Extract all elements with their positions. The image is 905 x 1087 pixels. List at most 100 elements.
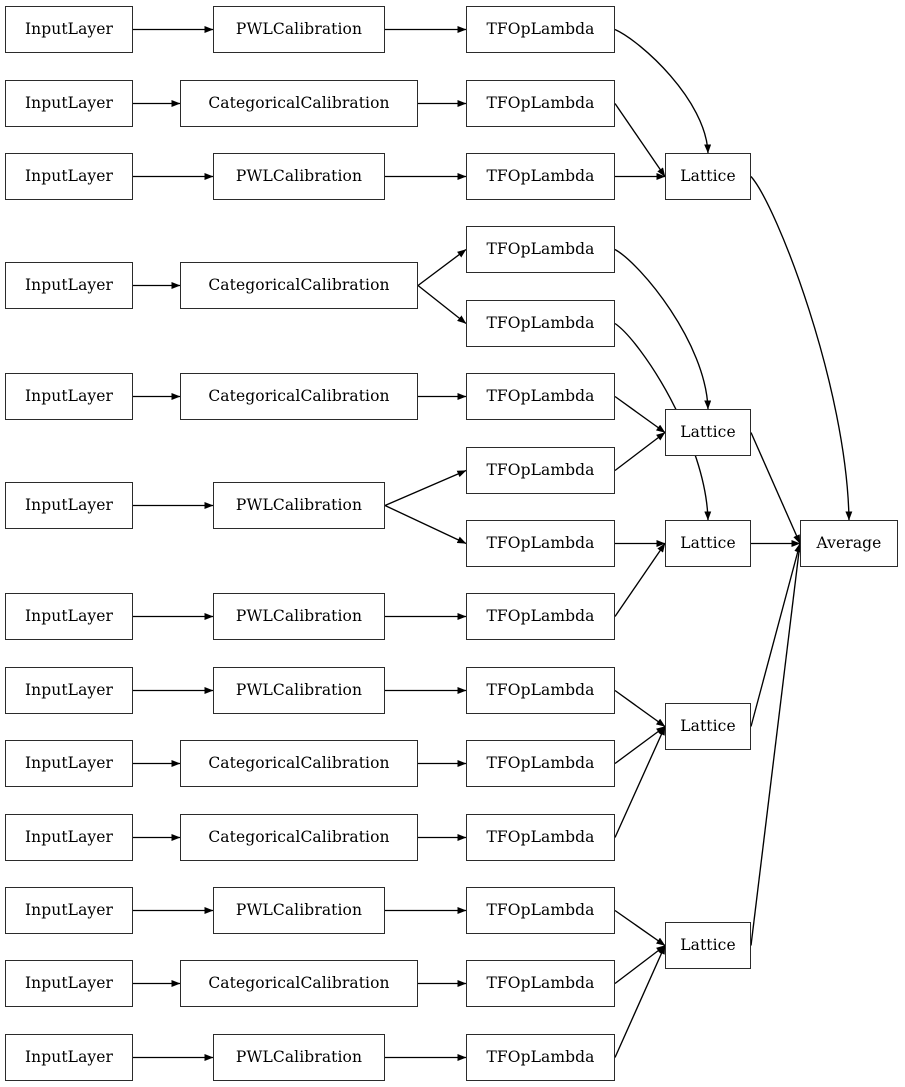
- graph-node-label: TFOpLambda: [486, 386, 595, 405]
- graph-node-op14[interactable]: TFOpLambda: [466, 960, 615, 1007]
- graph-node-cal12[interactable]: CategoricalCalibration: [180, 960, 418, 1007]
- graph-node-op5[interactable]: TFOpLambda: [466, 300, 615, 347]
- graph-node-label: InputLayer: [24, 495, 114, 514]
- graph-edge-op2-to-lat1: [614, 103, 666, 177]
- graph-node-label: Lattice: [680, 533, 736, 552]
- graph-node-lat3[interactable]: Lattice: [665, 520, 751, 567]
- graph-node-in2[interactable]: InputLayer: [5, 80, 133, 127]
- graph-node-in5[interactable]: InputLayer: [5, 373, 133, 420]
- graph-node-op10[interactable]: TFOpLambda: [466, 667, 615, 714]
- graph-node-cal5[interactable]: CategoricalCalibration: [180, 373, 418, 420]
- graph-node-label: TFOpLambda: [486, 753, 595, 772]
- graph-node-label: InputLayer: [24, 1047, 114, 1066]
- graph-node-cal4[interactable]: CategoricalCalibration: [180, 262, 418, 309]
- graph-node-in10[interactable]: InputLayer: [5, 814, 133, 861]
- graph-node-avg[interactable]: Average: [800, 520, 898, 567]
- graph-node-label: PWLCalibration: [235, 680, 363, 699]
- graph-edge-op6-to-lat2: [614, 395, 666, 434]
- graph-node-in4[interactable]: InputLayer: [5, 262, 133, 309]
- graph-edge-op12-to-lat4: [614, 726, 666, 838]
- graph-edge-cal6-to-op7: [384, 469, 467, 507]
- graph-node-cal9[interactable]: CategoricalCalibration: [180, 740, 418, 787]
- graph-edge-lat4-to-avg: [750, 543, 802, 727]
- graph-node-label: InputLayer: [24, 166, 114, 185]
- graph-node-in13[interactable]: InputLayer: [5, 1034, 133, 1081]
- graph-node-in9[interactable]: InputLayer: [5, 740, 133, 787]
- graph-node-label: InputLayer: [24, 386, 114, 405]
- graph-edge-cal4-to-op5: [417, 284, 467, 325]
- graph-node-cal6[interactable]: PWLCalibration: [213, 482, 385, 529]
- graph-node-label: TFOpLambda: [486, 19, 595, 38]
- graph-node-label: TFOpLambda: [486, 239, 595, 258]
- graph-node-label: InputLayer: [24, 680, 114, 699]
- graph-node-label: TFOpLambda: [486, 460, 595, 479]
- graph-node-op13[interactable]: TFOpLambda: [466, 887, 615, 934]
- graph-node-cal13[interactable]: PWLCalibration: [213, 1034, 385, 1081]
- graph-edge-op11-to-lat4: [614, 725, 666, 765]
- graph-node-op3[interactable]: TFOpLambda: [466, 153, 615, 200]
- graph-node-label: Lattice: [680, 716, 736, 735]
- graph-node-cal11[interactable]: PWLCalibration: [213, 887, 385, 934]
- graph-node-label: InputLayer: [24, 753, 114, 772]
- graph-node-cal10[interactable]: CategoricalCalibration: [180, 814, 418, 861]
- graph-node-label: Lattice: [680, 166, 736, 185]
- graph-node-label: InputLayer: [24, 93, 114, 112]
- graph-node-cal2[interactable]: CategoricalCalibration: [180, 80, 418, 127]
- graph-node-lat5[interactable]: Lattice: [665, 922, 751, 969]
- graph-node-in11[interactable]: InputLayer: [5, 887, 133, 934]
- graph-node-lat2[interactable]: Lattice: [665, 409, 751, 456]
- graph-node-label: TFOpLambda: [486, 313, 595, 332]
- graph-node-label: InputLayer: [24, 19, 114, 38]
- graph-node-cal8[interactable]: PWLCalibration: [213, 667, 385, 714]
- graph-edge-op1-to-lat1: [614, 28, 712, 154]
- graph-node-op7[interactable]: TFOpLambda: [466, 447, 615, 494]
- graph-edge-op4-to-lat2: [614, 248, 712, 410]
- graph-node-cal1[interactable]: PWLCalibration: [213, 6, 385, 53]
- graph-node-label: TFOpLambda: [486, 973, 595, 992]
- graph-node-label: Average: [816, 533, 882, 552]
- graph-node-in7[interactable]: InputLayer: [5, 593, 133, 640]
- graph-node-label: PWLCalibration: [235, 166, 363, 185]
- graph-edge-op10-to-lat4: [614, 689, 666, 728]
- graph-node-label: CategoricalCalibration: [208, 93, 390, 112]
- graph-node-cal3[interactable]: PWLCalibration: [213, 153, 385, 200]
- graph-node-in1[interactable]: InputLayer: [5, 6, 133, 53]
- graph-node-label: PWLCalibration: [235, 900, 363, 919]
- graph-node-label: PWLCalibration: [235, 495, 363, 514]
- graph-node-lat4[interactable]: Lattice: [665, 703, 751, 750]
- graph-node-op2[interactable]: TFOpLambda: [466, 80, 615, 127]
- graph-node-label: TFOpLambda: [486, 606, 595, 625]
- graph-node-op1[interactable]: TFOpLambda: [466, 6, 615, 53]
- graph-node-op12[interactable]: TFOpLambda: [466, 814, 615, 861]
- graph-node-op4[interactable]: TFOpLambda: [466, 226, 615, 273]
- graph-node-cal7[interactable]: PWLCalibration: [213, 593, 385, 640]
- graph-edge-op15-to-lat5: [614, 945, 666, 1058]
- graph-node-label: TFOpLambda: [486, 166, 595, 185]
- graph-node-op11[interactable]: TFOpLambda: [466, 740, 615, 787]
- graph-node-label: PWLCalibration: [235, 19, 363, 38]
- graph-node-label: TFOpLambda: [486, 900, 595, 919]
- graph-edge-lat2-to-avg: [750, 432, 801, 544]
- graph-node-op8[interactable]: TFOpLambda: [466, 520, 615, 567]
- graph-node-label: CategoricalCalibration: [208, 973, 390, 992]
- graph-node-label: InputLayer: [24, 275, 114, 294]
- graph-node-lat1[interactable]: Lattice: [665, 153, 751, 200]
- graph-node-in8[interactable]: InputLayer: [5, 667, 133, 714]
- graph-node-label: TFOpLambda: [486, 533, 595, 552]
- graph-node-in6[interactable]: InputLayer: [5, 482, 133, 529]
- graph-node-label: InputLayer: [24, 900, 114, 919]
- graph-edge-cal6-to-op8: [384, 504, 467, 545]
- graph-node-label: CategoricalCalibration: [208, 827, 390, 846]
- graph-node-in3[interactable]: InputLayer: [5, 153, 133, 200]
- graph-node-op6[interactable]: TFOpLambda: [466, 373, 615, 420]
- graph-edge-lat5-to-avg: [750, 543, 803, 946]
- graph-node-label: InputLayer: [24, 973, 114, 992]
- graph-node-label: InputLayer: [24, 606, 114, 625]
- graph-node-op9[interactable]: TFOpLambda: [466, 593, 615, 640]
- graph-node-in12[interactable]: InputLayer: [5, 960, 133, 1007]
- graph-node-op15[interactable]: TFOpLambda: [466, 1034, 615, 1081]
- graph-node-label: TFOpLambda: [486, 680, 595, 699]
- graph-edge-lat1-to-avg: [750, 176, 853, 521]
